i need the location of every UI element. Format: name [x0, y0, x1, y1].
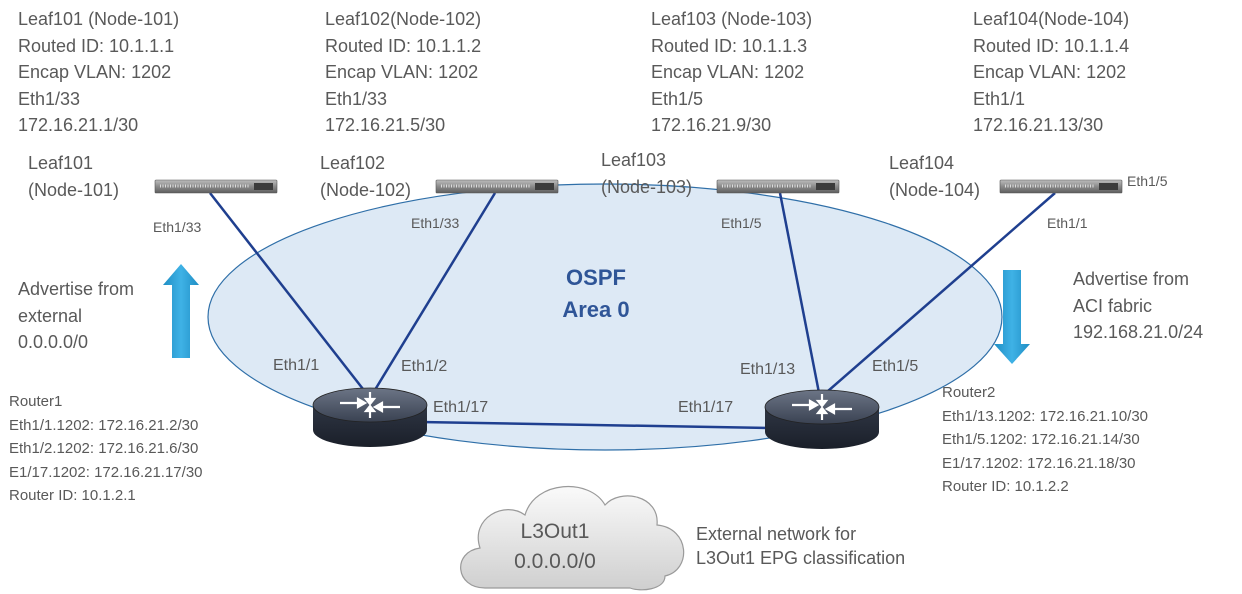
router-id: Routed ID: 10.1.1.3 [651, 35, 808, 56]
advertise-line: 192.168.21.0/24 [1073, 322, 1204, 342]
ip-address: 172.16.21.5/30 [325, 115, 446, 135]
ip-address: 172.16.21.9/30 [651, 115, 772, 135]
leaf101-port: Eth1/33 [153, 219, 202, 235]
leaf-name: Leaf101 (Node-101) [18, 9, 180, 29]
leaf-name: Leaf103 (Node-103) [651, 9, 813, 29]
leaf102-info: Leaf102(Node-102) Routed ID: 10.1.1.2 En… [325, 6, 481, 139]
link-leaf104-router2 [819, 192, 1056, 399]
leaf-name: Leaf102(Node-102) [325, 9, 482, 29]
cloud-label: L3Out1 0.0.0.0/0 [500, 517, 610, 577]
advertise-line: external [18, 305, 83, 326]
leaf-label-line: (Node-104) [889, 179, 981, 200]
leaf-label-line: Leaf101 [28, 153, 94, 173]
router2-port-c: Eth1/17 [678, 399, 734, 416]
switch-icon [435, 179, 559, 194]
router-interface: E1/17.1202: 172.16.21.18/30 [942, 454, 1136, 472]
ospf-area: Area 0 [562, 297, 630, 322]
interface: Eth1/33 [325, 88, 388, 109]
router-id: Routed ID: 10.1.1.1 [18, 35, 175, 56]
router-interface: Eth1/13.1202: 172.16.21.10/30 [942, 407, 1149, 425]
ip-address: 172.16.21.13/30 [973, 115, 1104, 135]
leaf103-label: Leaf103 (Node-103) [601, 147, 692, 200]
leaf-label-line: (Node-101) [28, 179, 120, 200]
ip-address: 172.16.21.1/30 [18, 115, 139, 135]
router-interface: Eth1/2.1202: 172.16.21.6/30 [9, 440, 199, 457]
ospf-area-ellipse [207, 183, 1003, 451]
interface: Eth1/5 [651, 88, 704, 109]
router2-port-a: Eth1/13 [740, 361, 796, 378]
advertise-external-text: Advertise from external 0.0.0.0/0 [18, 276, 134, 356]
interface: Eth1/1 [973, 88, 1026, 109]
interface: Eth1/33 [18, 88, 81, 109]
leaf-label-line: Leaf102 [320, 153, 386, 173]
leaf-label-line: (Node-103) [601, 176, 693, 197]
encap-vlan: Encap VLAN: 1202 [651, 62, 805, 82]
leaf101-info: Leaf101 (Node-101) Routed ID: 10.1.1.1 E… [18, 6, 179, 139]
ospf-title: OSPF [566, 265, 626, 290]
leaf-label-line: Leaf104 [889, 153, 955, 173]
router-id: Router ID: 10.1.2.2 [942, 478, 1069, 495]
leaf-label-line: Leaf103 [601, 150, 667, 170]
arrow-down-icon [994, 270, 1030, 364]
cloud-title: L3Out1 [520, 520, 590, 543]
encap-vlan: Encap VLAN: 1202 [325, 62, 479, 82]
link-leaf103-router2 [778, 192, 822, 399]
leaf101-label: Leaf101 (Node-101) [28, 150, 119, 203]
router-id: Routed ID: 10.1.1.4 [973, 35, 1130, 56]
leaf-label-line: (Node-102) [320, 179, 412, 200]
leaf102-port: Eth1/33 [411, 215, 460, 231]
router-id: Routed ID: 10.1.1.2 [325, 35, 482, 56]
note-line: L3Out1 EPG classification [696, 548, 906, 568]
ospf-area-label: OSPF Area 0 [536, 262, 656, 326]
router1-port-b: Eth1/2 [401, 358, 448, 375]
leaf104-label: Leaf104 (Node-104) [889, 150, 980, 203]
switch-icon [716, 179, 840, 194]
router-interface: Eth1/1.1202: 172.16.21.2/30 [9, 416, 199, 434]
encap-vlan: Encap VLAN: 1202 [973, 62, 1127, 82]
advertise-line: Advertise from [1073, 269, 1190, 289]
advertise-line: ACI fabric [1073, 295, 1153, 316]
leaf-switches [154, 179, 1123, 194]
advertise-fabric-text: Advertise from ACI fabric 192.168.21.0/2… [1073, 266, 1203, 346]
leaf103-port: Eth1/5 [721, 215, 762, 231]
leaf104-port: Eth1/1 [1047, 215, 1088, 231]
links [209, 192, 1056, 430]
link-router1-router2 [419, 420, 771, 430]
switch-icon [154, 179, 278, 194]
encap-vlan: Encap VLAN: 1202 [18, 62, 172, 82]
cloud-prefix: 0.0.0.0/0 [514, 550, 596, 573]
link-leaf101-router1 [209, 192, 371, 399]
leaf103-info: Leaf103 (Node-103) Routed ID: 10.1.1.3 E… [651, 6, 812, 139]
router-interface: Eth1/5.1202: 172.16.21.14/30 [942, 431, 1140, 448]
router-name: Router2 [942, 384, 996, 401]
router-icon [312, 387, 428, 447]
leaf-name: Leaf104(Node-104) [973, 9, 1130, 29]
router1-info: Router1 Eth1/1.1202: 172.16.21.2/30 Eth1… [9, 390, 203, 508]
router-name: Router1 [9, 393, 63, 410]
arrow-up-icon [163, 264, 199, 358]
advertise-line: 0.0.0.0/0 [18, 332, 89, 352]
router1-port-a: Eth1/1 [273, 357, 320, 374]
leaf104-info: Leaf104(Node-104) Routed ID: 10.1.1.4 En… [973, 6, 1129, 139]
leaf104-side-port: Eth1/5 [1127, 173, 1168, 189]
router2-info: Router2 Eth1/13.1202: 172.16.21.10/30 Et… [942, 381, 1148, 499]
leaf102-label: Leaf102 (Node-102) [320, 150, 411, 203]
link-leaf102-router1 [368, 192, 497, 399]
external-network-note: External network for L3Out1 EPG classifi… [696, 522, 905, 570]
advertise-line: Advertise from [18, 279, 135, 299]
router-interface: E1/17.1202: 172.16.21.17/30 [9, 463, 203, 481]
router-id: Router ID: 10.1.2.1 [9, 487, 136, 504]
cloud-icon [460, 486, 685, 591]
switch-icon [999, 179, 1123, 194]
note-line: External network for [696, 524, 857, 544]
router1-port-c: Eth1/17 [433, 399, 489, 416]
router2-port-b: Eth1/5 [872, 358, 919, 375]
router-icon [764, 389, 880, 449]
